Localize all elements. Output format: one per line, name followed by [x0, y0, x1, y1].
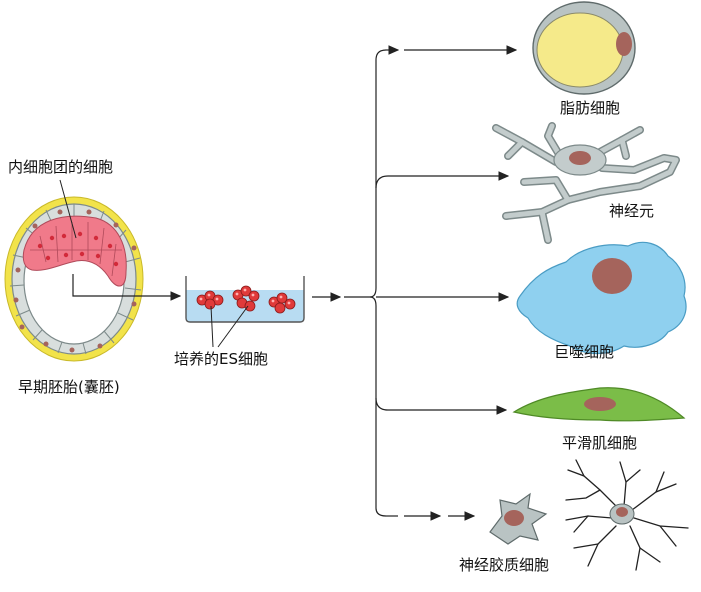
es-cells-label: 培养的ES细胞	[174, 350, 268, 368]
smooth-muscle-cell-illustration	[512, 387, 686, 422]
branching-arrows	[369, 45, 518, 521]
fat-cell-label: 脂肪细胞	[560, 99, 621, 117]
culture-dish-illustration	[185, 276, 305, 348]
macrophage-illustration	[516, 241, 687, 355]
glial-cells-label: 神经胶质细胞	[459, 556, 550, 574]
arrow-blastocyst-to-dish	[72, 274, 182, 301]
neuron-label: 神经元	[609, 202, 655, 220]
macrophage-label: 巨噬细胞	[554, 343, 615, 361]
glial-cells-illustration	[489, 459, 689, 571]
neuron-illustration	[492, 122, 680, 244]
blastocyst-label: 早期胚胎(囊胚)	[18, 378, 120, 396]
icm-label: 内细胞团的细胞	[8, 158, 114, 176]
fat-cell-illustration	[532, 1, 636, 95]
smooth-muscle-label: 平滑肌细胞	[562, 434, 638, 452]
blastocyst-illustration	[4, 179, 144, 362]
